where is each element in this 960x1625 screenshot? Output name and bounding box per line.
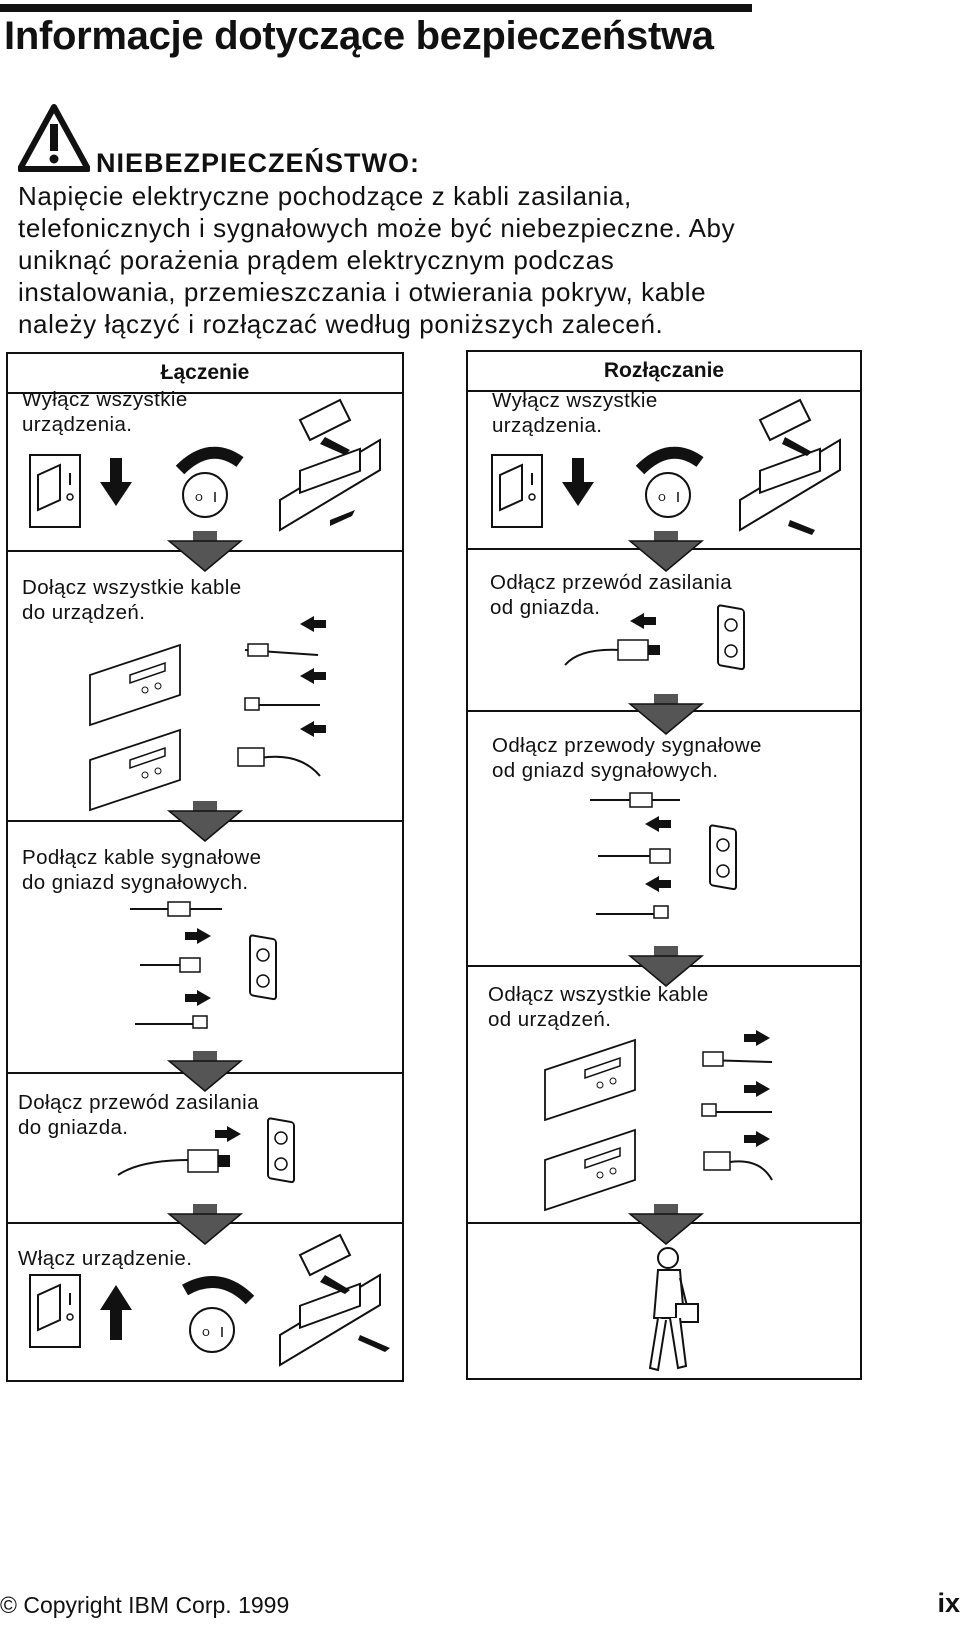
connect-panel: Łączenie <box>6 352 404 1382</box>
step-line: Dołącz wszystkie kable <box>22 576 242 599</box>
disconnect-panel: Rozłączanie <box>466 350 862 1380</box>
step-line: Odłącz przewody sygnałowe <box>492 734 762 757</box>
disconnect-heading: Rozłączanie <box>468 352 860 392</box>
step-divider <box>6 820 404 822</box>
step-line: do gniazda. <box>18 1116 129 1139</box>
danger-line: uniknąć porażenia prądem elektrycznym po… <box>18 245 615 275</box>
disconnect-step-2: Odłącz przewód zasilania od gniazda. <box>490 570 732 620</box>
step-divider <box>6 1072 404 1074</box>
step-line: od gniazd sygnałowych. <box>492 759 719 782</box>
warning-triangle-icon <box>18 104 90 172</box>
disconnect-step-4: Odłącz wszystkie kable od urządzeń. <box>488 982 709 1032</box>
step-divider <box>6 1222 404 1224</box>
step-line: urządzenia. <box>492 414 603 437</box>
danger-line: telefonicznych i sygnałowych może być ni… <box>18 213 736 243</box>
step-line: Odłącz przewód zasilania <box>490 571 733 594</box>
step-line: Odłącz wszystkie kable <box>488 983 709 1006</box>
connect-step-3: Podłącz kable sygnałowe do gniazd sygnał… <box>22 845 261 895</box>
danger-line: instalowania, przemieszczania i otwieran… <box>18 277 707 307</box>
page-title: Informacje dotyczące bezpieczeństwa <box>4 14 714 58</box>
step-line: do urządzeń. <box>22 601 146 624</box>
step-divider <box>466 710 862 712</box>
step-divider <box>466 965 862 967</box>
step-line: Wyłącz wszystkie <box>492 389 658 412</box>
step-line: Włącz urządzenie. <box>18 1247 193 1270</box>
step-line: Podłącz kable sygnałowe <box>22 846 262 869</box>
danger-line: należy łączyć i rozłączać według poniższ… <box>18 309 664 339</box>
step-line: do gniazd sygnałowych. <box>22 871 249 894</box>
step-line: Wyłącz wszystkie <box>22 388 188 411</box>
connect-step-4: Dołącz przewód zasilania do gniazda. <box>18 1090 259 1140</box>
disconnect-step-3: Odłącz przewody sygnałowe od gniazd sygn… <box>492 733 762 783</box>
step-line: Dołącz przewód zasilania <box>18 1091 259 1114</box>
disconnect-step-1: Wyłącz wszystkie urządzenia. <box>492 388 658 438</box>
connect-step-2: Dołącz wszystkie kable do urządzeń. <box>22 575 242 625</box>
step-line: urządzenia. <box>22 413 133 436</box>
copyright-footer: © Copyright IBM Corp. 1999 <box>0 1592 290 1618</box>
connect-step-1: Wyłącz wszystkie urządzenia. <box>22 387 188 437</box>
step-divider <box>6 550 404 552</box>
step-line: od urządzeń. <box>488 1008 612 1031</box>
danger-text: Napięcie elektryczne pochodzące z kabli … <box>18 180 848 340</box>
connect-heading: Łączenie <box>8 354 402 394</box>
connect-step-5: Włącz urządzenie. <box>18 1246 192 1271</box>
danger-line: Napięcie elektryczne pochodzące z kabli … <box>18 181 632 211</box>
danger-label: NIEBEZPIECZEŃSTWO: <box>96 148 421 178</box>
step-divider <box>466 1222 862 1224</box>
step-divider <box>466 548 862 550</box>
page-number: ix <box>937 1588 960 1618</box>
top-rule <box>0 4 752 12</box>
step-line: od gniazda. <box>490 596 601 619</box>
